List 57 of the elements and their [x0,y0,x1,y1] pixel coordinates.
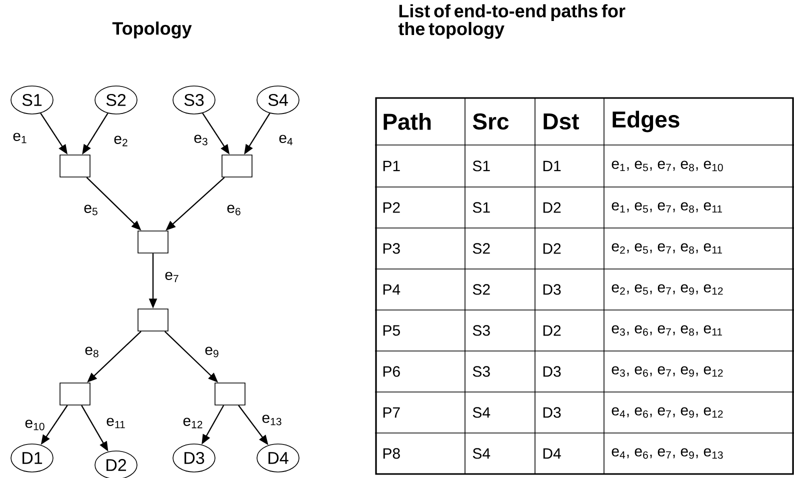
table-entry: S1 [472,160,490,172]
table-entry: e$_{2}$, e$_{5}$, e$_{7}$, e$_{8}$, e$_{11}$ [612,243,722,254]
table-entry: P6 [383,366,400,377]
node-box [60,382,90,406]
node-box [138,308,168,332]
table-entry: e$_{1}$, e$_{5}$, e$_{7}$, e$_{8}$, e$_{10}$ [612,160,723,172]
heading: Topology [112,22,192,38]
edge-label: e$_{6}$ [226,204,242,216]
column-header: Dst [544,113,579,130]
table-entry: D2 [543,243,561,254]
column-header: Edges [612,110,680,132]
table-entry: e$_{4}$, e$_{6}$, e$_{7}$, e$_{9}$, e$_{13}$ [612,448,723,459]
heading: List of end-to-end paths for the topology [398,4,626,39]
table-entry: S3 [472,366,490,377]
edge-label: e$_{1}$ [12,132,28,144]
edge-label: e$_{7}$ [164,270,180,284]
table-entry: S1 [472,202,490,213]
table-entry: D3 [543,284,561,295]
table-entry: e$_{1}$, e$_{5}$, e$_{7}$, e$_{8}$, e$_{11}$ [612,202,722,213]
table-entry: D4 [543,448,561,459]
edge-label: e$_{11}$ [105,416,127,430]
node-box [138,230,168,254]
table-entry: P4 [383,284,400,295]
edge-label: e$_{8}$ [84,346,100,358]
table-entry: D3 [543,407,561,418]
edge-label: e$_{12}$ [182,416,204,430]
node-box [60,154,90,178]
column-header: Src [472,113,509,130]
column-header: Path [384,113,431,130]
node-box [214,382,246,406]
table-entry: D1 [543,160,561,172]
table-entry: P8 [383,448,400,459]
table-entry: S2 [472,284,490,295]
table-entry: P3 [383,243,400,254]
edge-label: e$_{3}$ [192,134,210,146]
table-entry: e$_{2}$, e$_{5}$, e$_{7}$, e$_{9}$, e$_{12}$ [612,284,723,295]
table-entry: P5 [383,325,400,336]
table-entry: P2 [383,202,400,213]
table-entry: D2 [543,325,561,336]
table-entry: P7 [383,407,400,418]
table-entry: S2 [472,243,490,254]
table-entry: D2 [543,202,561,213]
table-entry: S4 [472,407,490,418]
table-entry: S4 [472,448,490,459]
node-box [222,154,252,178]
table-entry: e$_{3}$, e$_{6}$, e$_{7}$, e$_{8}$, e$_{11}$ [612,325,722,336]
table-entry: D3 [543,366,561,377]
edge-label: e$_{4}$ [278,134,294,146]
table-entry: P1 [383,160,400,172]
edge-label: e$_{10}$ [24,418,46,432]
edge-label: e$_{5}$ [82,204,100,216]
edge-label: e$_{2}$ [112,134,130,148]
table-entry: e$_{3}$, e$_{6}$, e$_{7}$, e$_{9}$, e$_{12}$ [612,366,723,377]
edge-label: e$_{13}$ [260,414,284,426]
edge-label: e$_{9}$ [204,346,220,358]
table-entry: S3 [472,325,490,336]
table-entry: e$_{4}$, e$_{6}$, e$_{7}$, e$_{9}$, e$_{12}$ [612,407,723,418]
